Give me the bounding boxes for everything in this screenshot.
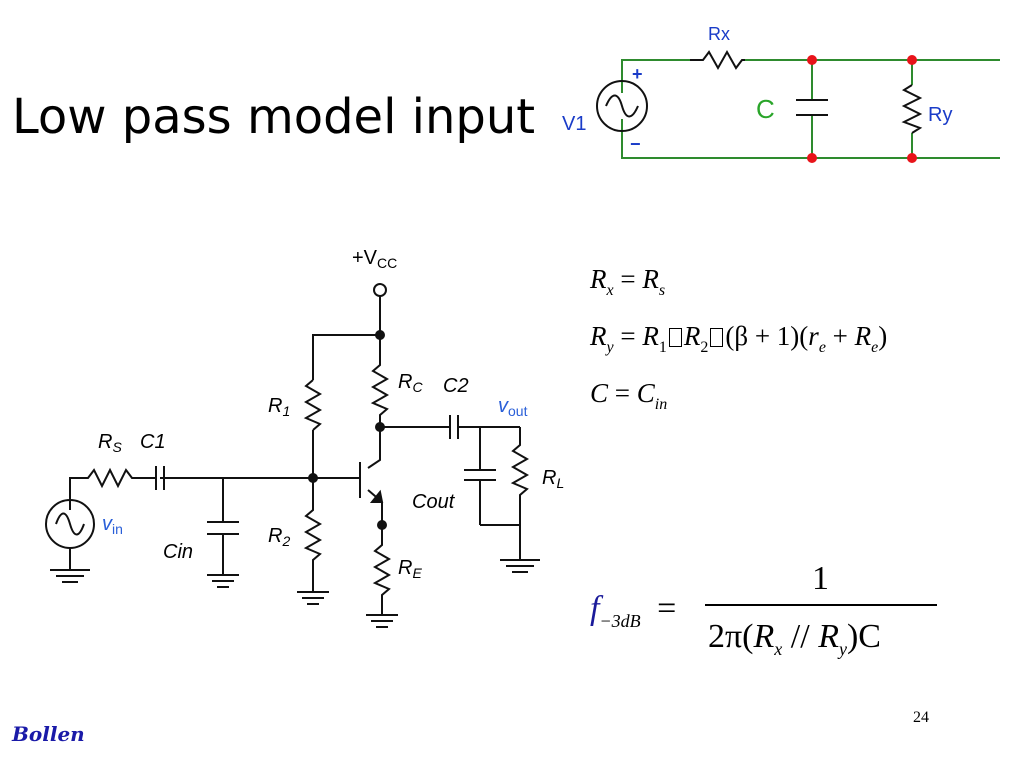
ry-resistor (901, 84, 923, 134)
vcc-terminal (373, 283, 387, 297)
emitter-node-wire (372, 502, 392, 615)
rs-resistor (69, 467, 156, 510)
rl-label: RL (542, 467, 564, 491)
output-ground (500, 559, 540, 573)
v1-label: V1 (562, 113, 586, 135)
cin-label: Cin (163, 541, 193, 563)
cutoff-denominator: 2π(Rx // Ry)C (708, 618, 881, 659)
equation-rx: Rx = Rs (590, 264, 666, 299)
plus-sign: + (632, 64, 643, 84)
v1-source (596, 80, 648, 132)
cin-ground (207, 574, 239, 588)
cutoff-equation: f−3dB = 1 2π(Rx // Ry)C (590, 560, 950, 690)
cout-label: Cout (412, 491, 456, 513)
fraction-bar (705, 604, 937, 606)
rl-resistor (480, 427, 530, 560)
cutoff-numerator: 1 (812, 560, 829, 597)
r2-resistor (303, 478, 323, 592)
rx-resistor (690, 49, 745, 71)
amplifier-schematic: +VCC R1 RC R2 RE RS C1 C2 Cin Cout RL vi… (45, 247, 564, 628)
collector-wire (367, 427, 381, 469)
author-signature: Bollen (12, 722, 85, 746)
c1-label: C1 (140, 431, 166, 453)
emitter-arrow (369, 489, 384, 503)
minus-sign: − (630, 134, 641, 154)
page-number: 24 (913, 709, 929, 726)
vcc-label: +VCC (352, 247, 397, 271)
slide-title: Low pass model input (12, 89, 536, 145)
c2-label: C2 (443, 375, 469, 397)
r2-ground (297, 591, 329, 605)
cout-capacitor (464, 427, 496, 525)
model-circuit: V1 + − Rx C Ry (562, 24, 1000, 163)
cutoff-lhs: f−3dB = (590, 590, 677, 631)
sine-icon (55, 512, 85, 536)
sine-icon (605, 94, 639, 118)
vin-label: vin (102, 513, 123, 537)
parallel-box-icon (710, 328, 724, 347)
emitter-ground (366, 614, 398, 628)
vin-ground (50, 548, 90, 583)
r1-resistor (303, 379, 323, 431)
re-label: RE (398, 557, 422, 581)
vcc-wire (312, 296, 381, 380)
c-label: C (756, 94, 775, 124)
rc-resistor-wire (370, 335, 390, 427)
rs-label: RS (98, 431, 122, 455)
r2-label: R2 (268, 525, 290, 549)
r1-label: R1 (268, 395, 290, 419)
model-nodes (807, 55, 917, 163)
rc-label: RC (398, 371, 423, 395)
rx-label: Rx (708, 24, 730, 44)
vout-label: vout (498, 395, 528, 419)
parallel-box-icon (668, 328, 682, 347)
equation-c: C = Cin (590, 378, 668, 413)
c-capacitor (796, 99, 828, 116)
cin-wire (207, 478, 239, 575)
schematic-nodes (308, 330, 387, 530)
ry-label: Ry (928, 104, 952, 126)
c2-capacitor (380, 415, 520, 439)
